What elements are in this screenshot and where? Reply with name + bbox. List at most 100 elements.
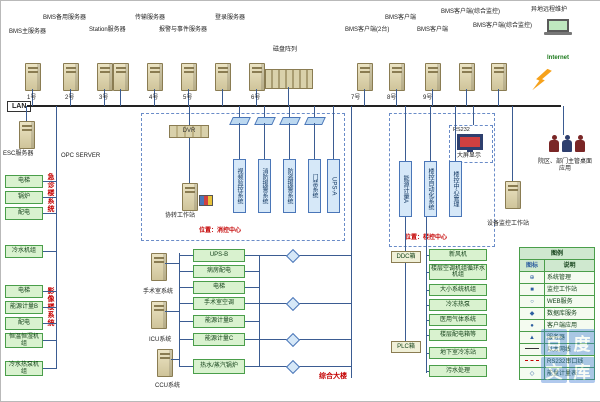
equipment-box: 冷水热泵机组 <box>5 361 43 376</box>
energy-meter-icon <box>285 296 301 312</box>
equipment-box: 热水/蒸汽锅炉 <box>193 359 245 374</box>
location-label: 位置：消控中心 <box>199 228 242 234</box>
subsystem-box: 楼控中心管理 <box>449 161 462 217</box>
connector-line <box>26 106 27 121</box>
converter-workstation-icon <box>182 183 198 211</box>
rs232-label: RS232 <box>453 127 470 133</box>
connector-line <box>314 106 315 117</box>
server-tower-icon <box>97 63 113 91</box>
connector-line <box>70 89 71 106</box>
fire-control-zone <box>141 113 345 241</box>
port-label: 3号 <box>99 95 109 101</box>
legend-label: 以太网线 <box>544 343 595 356</box>
connector-line <box>43 181 56 182</box>
connector-line <box>289 106 290 117</box>
or-system-icon <box>151 253 167 281</box>
connector-line <box>405 217 406 349</box>
connector-line <box>43 368 56 369</box>
connector-line <box>405 106 406 161</box>
connector-line <box>43 307 56 308</box>
connector-line <box>432 89 433 106</box>
connector-line <box>104 89 105 106</box>
legend-label: 数据库服务 <box>544 307 595 320</box>
legend-label: 能量计量表 <box>544 367 595 380</box>
connector-line <box>288 87 289 106</box>
client-tower-icon <box>389 63 405 91</box>
monitor-workstation-icon <box>505 181 521 209</box>
connector-line <box>259 366 351 367</box>
internet-label: Internet <box>547 55 570 61</box>
person-icon <box>562 135 572 152</box>
port-label: 5号 <box>183 95 193 101</box>
switch-icon <box>229 117 251 125</box>
connector-line <box>56 106 57 369</box>
disk-array-icon <box>265 69 313 89</box>
connector-line <box>473 106 474 125</box>
dvr-box: DVR <box>169 125 209 138</box>
port-label: 9号 <box>423 95 433 101</box>
equipment-box: 冷水机组 <box>5 245 43 258</box>
equipment-box: 病房配电 <box>193 265 245 278</box>
connector-line <box>259 255 351 256</box>
connector-line <box>259 303 351 304</box>
connector-line <box>314 123 315 159</box>
connector-line <box>179 339 193 340</box>
connector-line <box>426 371 429 372</box>
server-label: 报警与事件服务器 <box>159 27 208 33</box>
connector-line <box>189 106 190 125</box>
client-tower-icon <box>357 63 373 91</box>
or-system-label: 手术室系统 <box>143 289 174 295</box>
connector-line <box>179 321 193 322</box>
connector-line <box>188 89 189 106</box>
big-screen-label: 大屏显示 <box>457 153 482 159</box>
ethernet-line-icon <box>525 348 539 350</box>
connector-line <box>245 255 259 256</box>
big-screen-zone <box>449 125 493 163</box>
connector-line <box>239 123 240 159</box>
client-label: BMS客户端 <box>417 27 449 33</box>
monitor-workstation-label: 设备监控工作站 <box>487 221 530 227</box>
connector-line <box>43 251 56 252</box>
connector-line <box>426 272 429 273</box>
connector-line <box>222 89 223 106</box>
connector-line <box>259 339 351 340</box>
connector-line <box>364 89 365 106</box>
client-label: BMS客户端(综合监控) <box>473 23 532 29</box>
legend-col-icon: 图标 <box>519 259 545 272</box>
equipment-box: 冷冻热泵 <box>429 299 487 311</box>
server-tower-icon <box>181 63 197 91</box>
converter-workstation-label: 协转工作站 <box>165 213 196 219</box>
gear-icon: ⊕ <box>529 274 535 281</box>
connector-line <box>179 255 193 256</box>
subsystem-box: 消防报警系统 <box>258 159 271 213</box>
building-control-zone <box>389 113 495 247</box>
energy-meter-icon <box>285 332 301 348</box>
port-label: 6号 <box>251 95 261 101</box>
switch-icon <box>304 117 326 125</box>
connector-line <box>512 106 513 181</box>
connector-line <box>289 123 290 159</box>
esc-server-icon <box>19 121 35 149</box>
database-icon: ◆ <box>529 310 535 317</box>
big-screen-icon <box>457 134 483 150</box>
legend-label: RS232串口线 <box>544 355 595 368</box>
equipment-box: 配电 <box>5 317 43 330</box>
subsystem-box: UPS-A <box>327 159 340 213</box>
subsystem-box: 楼控自动化系统 <box>424 161 437 217</box>
big-screen-stand <box>467 150 473 152</box>
icu-system-label: ICU系统 <box>149 337 172 343</box>
connector-line <box>171 359 179 360</box>
server-tower-icon <box>249 63 265 91</box>
connector-line <box>43 291 56 292</box>
connector-line <box>455 106 456 161</box>
remote-maintenance-label: 异地远程维护 <box>531 7 568 13</box>
equipment-box: 新风机 <box>429 249 487 261</box>
riser-line <box>351 106 352 378</box>
person-icon <box>575 135 585 152</box>
connector-line <box>43 197 56 198</box>
connector-line <box>43 213 56 214</box>
subsystem-box: 视频监控系统 <box>233 159 246 213</box>
equipment-box: 污水处理 <box>429 365 487 377</box>
group-title: 影像楼系统 <box>45 287 55 351</box>
